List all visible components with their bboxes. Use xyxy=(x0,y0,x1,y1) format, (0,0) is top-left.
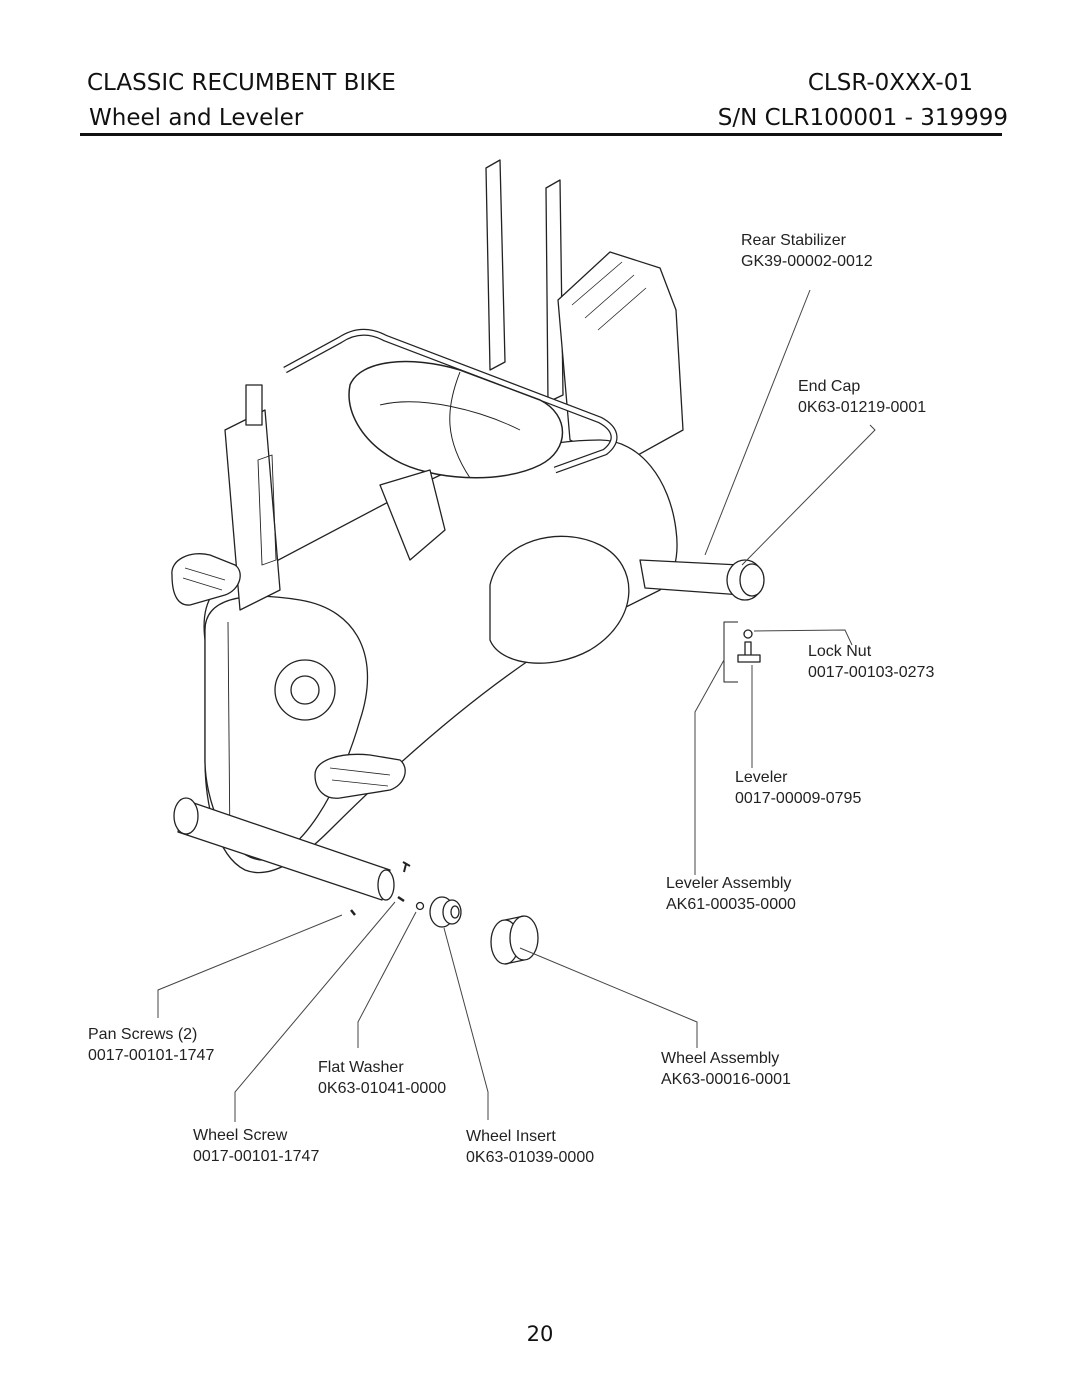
wheel-insert-part xyxy=(429,896,462,928)
part-number: AK61-00035-0000 xyxy=(666,896,796,913)
seat-rail-left xyxy=(485,159,506,371)
part-name: Leveler xyxy=(735,769,788,786)
page-subtitle: Wheel and Leveler xyxy=(89,105,304,131)
crank-hub xyxy=(274,659,336,721)
rear-shroud xyxy=(557,251,684,466)
part-number: 0017-00101-1747 xyxy=(193,1148,320,1165)
part-number: 0K63-01039-0000 xyxy=(466,1149,595,1166)
label-pan-screws: Pan Screws (2) 0017-00101-1747 xyxy=(88,1024,214,1066)
leader-pan-screws xyxy=(157,914,343,1018)
part-name: Pan Screws (2) xyxy=(88,1026,198,1043)
part-name: Wheel Assembly xyxy=(661,1050,780,1067)
seat-post xyxy=(379,469,446,561)
label-wheel-insert: Wheel Insert 0K63-01039-0000 xyxy=(466,1126,594,1168)
pan-screw-1 xyxy=(402,861,411,873)
leader-flat-washer xyxy=(357,911,417,1048)
page-number: 20 xyxy=(526,1322,554,1346)
page-title: CLASSIC RECUMBENT BIKE xyxy=(87,70,396,96)
part-number: 0K63-01219-0001 xyxy=(798,399,927,416)
label-leveler-assembly: Leveler Assembly AK61-00035-0000 xyxy=(666,873,796,915)
leader-end-cap xyxy=(741,424,876,566)
pedal-left xyxy=(171,553,241,606)
part-number: 0K63-01041-0000 xyxy=(318,1080,447,1097)
part-name: Wheel Screw xyxy=(193,1127,288,1144)
part-name: Leveler Assembly xyxy=(666,875,792,892)
label-lock-nut: Lock Nut 0017-00103-0273 xyxy=(808,641,934,683)
leader-wheel-insert xyxy=(443,927,489,1120)
leveler xyxy=(737,641,761,663)
wheel-screw xyxy=(397,895,405,903)
lock-nut xyxy=(743,629,753,639)
serial-range: S/N CLR100001 - 319999 xyxy=(717,105,1008,131)
pedal-right xyxy=(314,753,406,799)
part-name: Wheel Insert xyxy=(466,1128,556,1145)
flat-washer xyxy=(415,901,425,911)
part-number: AK63-00016-0001 xyxy=(661,1071,791,1088)
label-end-cap: End Cap 0K63-01219-0001 xyxy=(798,376,926,418)
leader-wheel-assembly xyxy=(519,947,698,1048)
seat-rail-right xyxy=(545,179,564,403)
leader-rear-stabilizer xyxy=(704,289,811,556)
label-wheel-screw: Wheel Screw 0017-00101-1747 xyxy=(193,1125,319,1167)
part-name: Lock Nut xyxy=(808,643,872,660)
part-name: End Cap xyxy=(798,378,861,395)
side-cover xyxy=(489,535,630,664)
label-rear-stabilizer: Rear Stabilizer GK39-00002-0012 xyxy=(741,230,873,272)
seat-cushion xyxy=(348,360,564,479)
leader-lock-nut xyxy=(753,629,853,646)
wheel-part xyxy=(490,915,539,965)
label-wheel-assembly: Wheel Assembly AK63-00016-0001 xyxy=(661,1048,791,1090)
part-number: 0017-00009-0795 xyxy=(735,790,862,807)
header-rule xyxy=(80,133,1002,136)
part-number: 0017-00103-0273 xyxy=(808,664,935,681)
label-flat-washer: Flat Washer 0K63-01041-0000 xyxy=(318,1057,446,1099)
leader-lines xyxy=(157,289,876,1122)
part-name: Rear Stabilizer xyxy=(741,232,846,249)
model-code: CLSR-0XXX-01 xyxy=(807,70,973,96)
leader-wheel-screw xyxy=(234,901,396,1122)
bike-drawing xyxy=(171,159,765,965)
leader-leveler-assembly xyxy=(694,659,725,875)
pan-screw-2 xyxy=(350,909,356,916)
label-leveler: Leveler 0017-00009-0795 xyxy=(735,767,861,809)
part-name: Flat Washer xyxy=(318,1059,404,1076)
part-number: GK39-00002-0012 xyxy=(741,253,873,270)
part-number: 0017-00101-1747 xyxy=(88,1047,215,1064)
